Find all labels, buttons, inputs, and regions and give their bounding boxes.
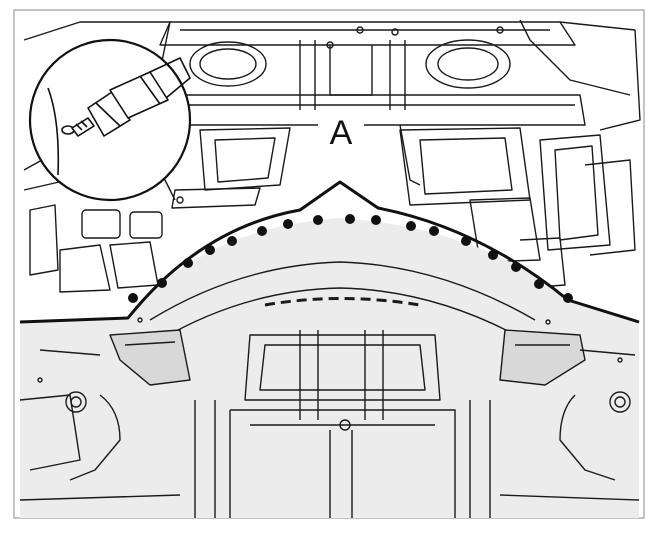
weld-spot [205, 245, 215, 255]
weld-spot [283, 219, 293, 229]
weld-spot [313, 215, 323, 225]
weld-spot [371, 215, 381, 225]
weld-spot [488, 250, 498, 260]
weld-spots [128, 214, 573, 303]
lower-floor-structure [19, 261, 640, 518]
weld-spot [345, 214, 355, 224]
weld-spot [128, 293, 138, 303]
weld-spot [227, 236, 237, 246]
weld-spot [511, 262, 521, 272]
weld-spot [534, 279, 544, 289]
weld-spot [563, 293, 573, 303]
weld-spot [157, 278, 167, 288]
weld-spot [406, 221, 416, 231]
detail-inset [28, 38, 192, 202]
callout-backdrop [318, 108, 364, 152]
weld-spot [257, 226, 267, 236]
weld-spot [461, 236, 471, 246]
callout-label-a: A [330, 114, 353, 152]
weld-spot [183, 258, 193, 268]
weld-spot [429, 226, 439, 236]
rear-floor-panel [20, 218, 639, 518]
spot-weld-drill-icon [47, 57, 191, 176]
